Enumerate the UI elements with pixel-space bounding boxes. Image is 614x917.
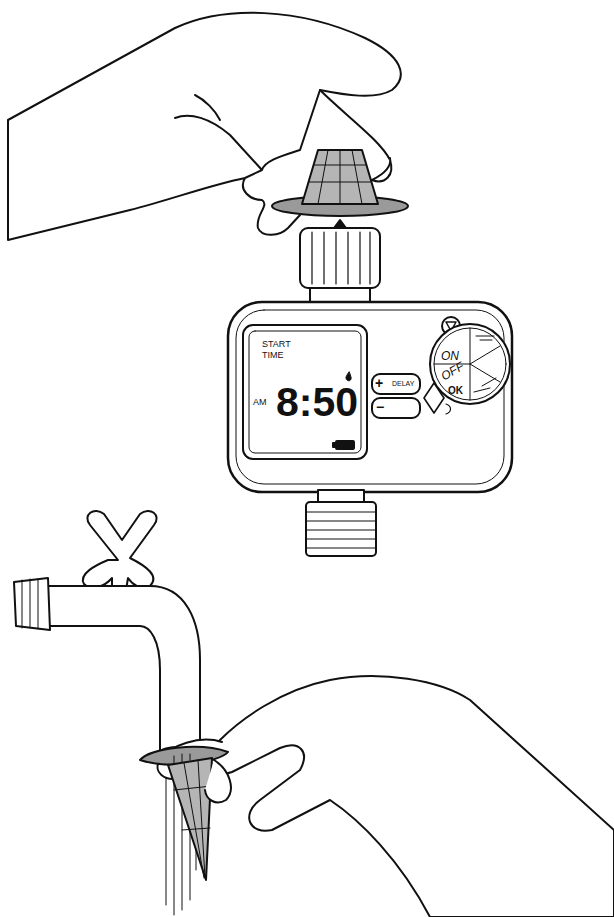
lcd-label: TIME (262, 351, 284, 360)
button-symbol: + (375, 376, 383, 390)
lcd-label: START (262, 340, 291, 349)
button-symbol: − (376, 400, 384, 414)
button-label: OK (448, 386, 463, 396)
dial-setting: ON (441, 350, 459, 362)
button-label: DELAY (392, 380, 414, 387)
lcd-time: 8:50 (276, 382, 358, 423)
lcd-label: AM (253, 398, 267, 407)
